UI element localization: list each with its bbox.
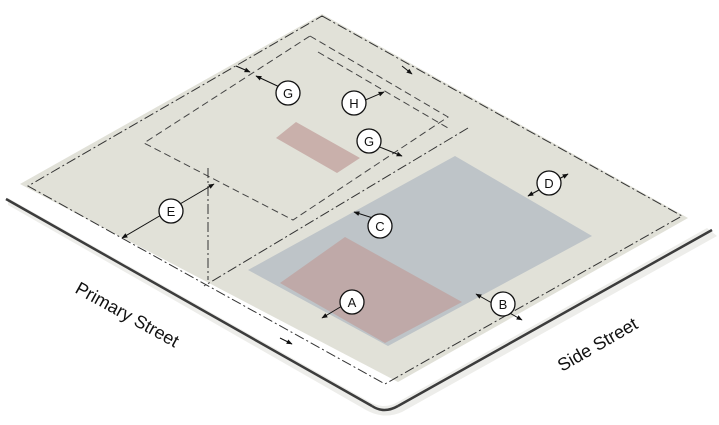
side-street-label: Side Street bbox=[554, 314, 641, 376]
dim-front-arrow bbox=[279, 337, 293, 345]
label-e-text: E bbox=[167, 204, 176, 219]
label-g-top: G bbox=[275, 80, 301, 106]
label-c-text: C bbox=[375, 219, 384, 234]
label-b: B bbox=[490, 291, 516, 317]
corner-curb bbox=[371, 404, 399, 412]
label-c: C bbox=[367, 213, 393, 239]
label-g-middle-text: G bbox=[364, 134, 374, 149]
label-d-text: D bbox=[544, 176, 553, 191]
label-a: A bbox=[339, 289, 365, 315]
main-building bbox=[280, 237, 462, 343]
label-h: H bbox=[341, 90, 367, 116]
label-e: E bbox=[158, 198, 184, 224]
dim-top-arrow-right bbox=[401, 65, 413, 75]
front-setback-line bbox=[203, 127, 469, 287]
property-line bbox=[26, 15, 684, 385]
lot-area bbox=[20, 14, 688, 382]
dim-a-arrow bbox=[321, 305, 343, 319]
dim-top-arrow-left bbox=[235, 65, 251, 73]
side-street-curb bbox=[397, 228, 713, 408]
label-a-text: A bbox=[348, 295, 357, 310]
label-g-top-text: G bbox=[283, 86, 293, 101]
rear-setback-line bbox=[143, 35, 449, 221]
label-b-text: B bbox=[499, 297, 508, 312]
primary-street-curb bbox=[5, 197, 373, 408]
side-setback-line-inner bbox=[317, 51, 449, 129]
accessory-building bbox=[276, 122, 360, 173]
label-d: D bbox=[536, 170, 562, 196]
label-g-middle: G bbox=[356, 128, 382, 154]
label-h-text: H bbox=[349, 96, 358, 111]
